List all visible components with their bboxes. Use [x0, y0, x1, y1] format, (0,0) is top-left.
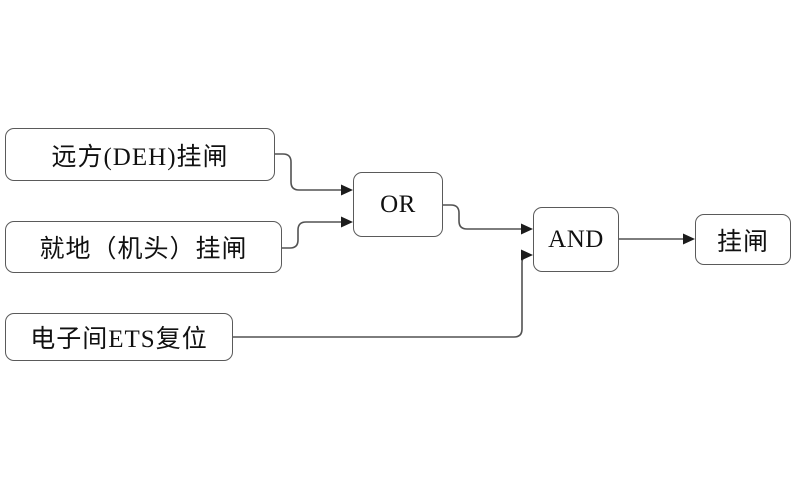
connector-or-to-and: [443, 204, 521, 230]
connector-deh-to-or: [275, 153, 341, 191]
connector-local-to-or: [282, 221, 341, 249]
arrowhead-and-to-out: [683, 233, 695, 245]
arrowhead-ets-to-and: [521, 249, 533, 261]
gate-or[interactable]: OR: [353, 172, 443, 237]
gate-and[interactable]: AND: [533, 207, 619, 272]
node-remote-deh-trip[interactable]: 远方(DEH)挂闸: [5, 128, 275, 181]
node-output-trip[interactable]: 挂闸: [695, 214, 791, 265]
node-ets-reset[interactable]: 电子间ETS复位: [5, 313, 233, 361]
node-local-machine-head-trip[interactable]: 就地（机头）挂闸: [5, 221, 282, 273]
arrowhead-local-to-or: [341, 216, 353, 228]
arrowhead-deh-to-or: [341, 184, 353, 196]
arrowhead-or-to-and: [521, 223, 533, 235]
